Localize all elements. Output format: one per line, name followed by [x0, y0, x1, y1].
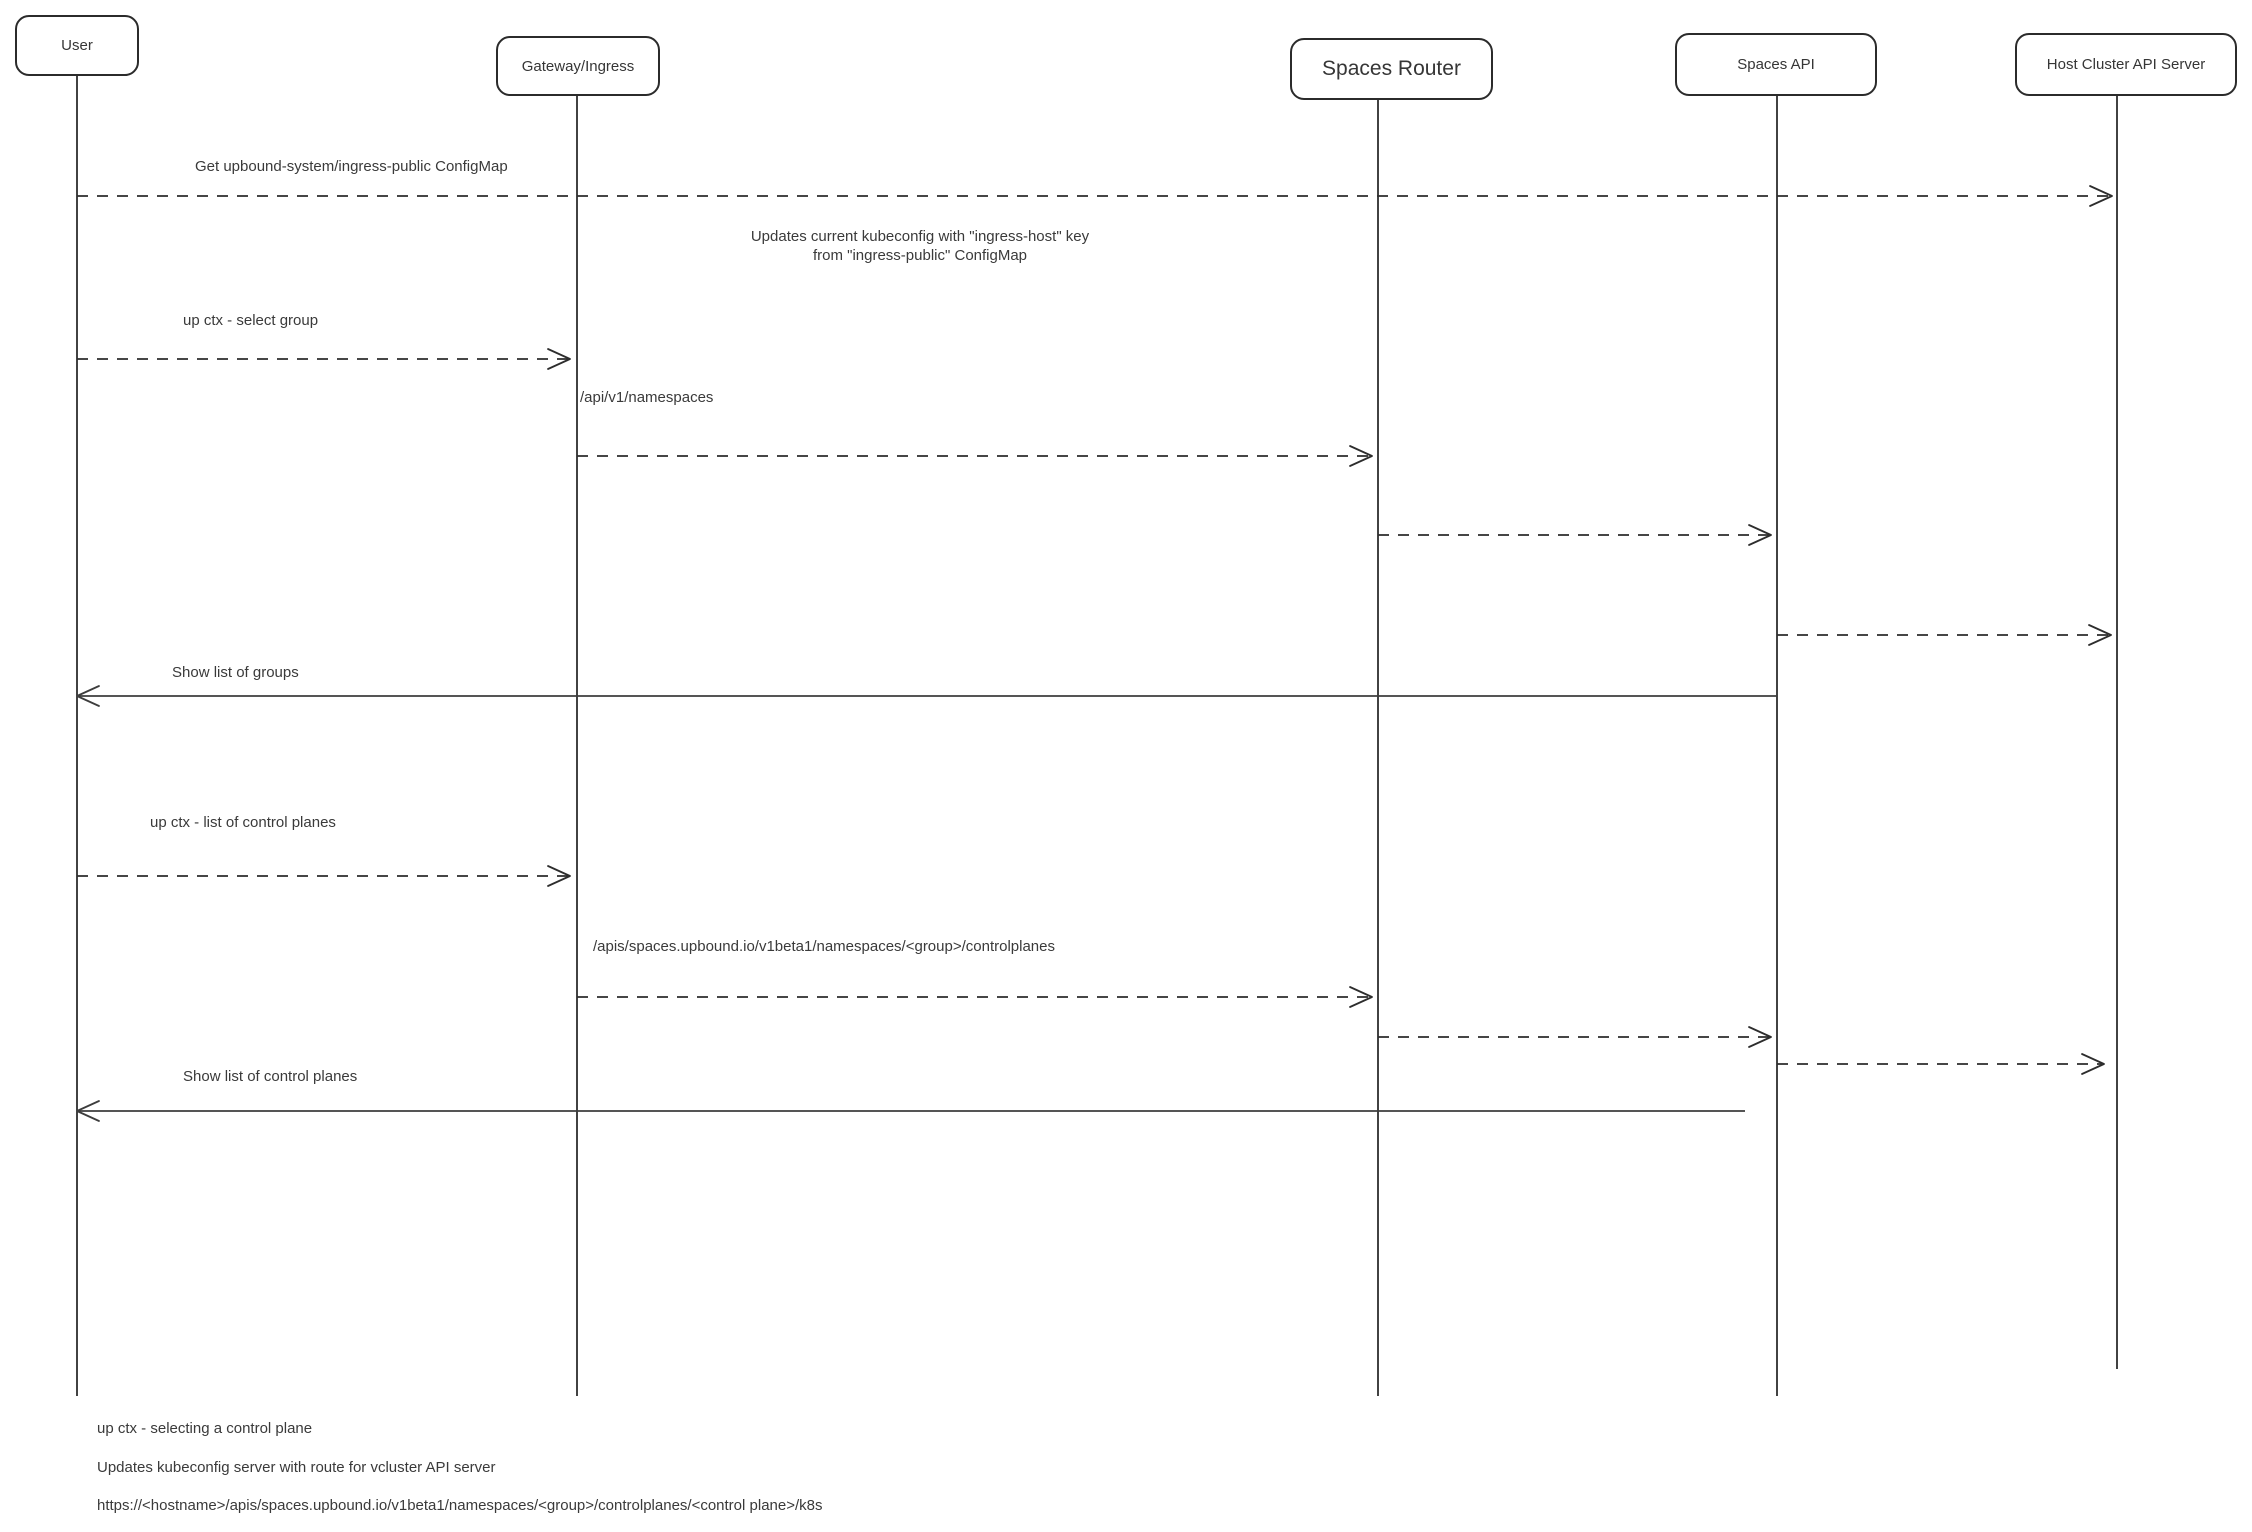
- message-label-spaces-api-to-user: Show list of groups: [172, 664, 299, 681]
- message-arrowhead-gateway-ingress-to-spaces-router: [1349, 445, 1373, 467]
- message-label-user-to-host-cluster-api-server: Get upbound-system/ingress-public Config…: [195, 158, 508, 175]
- actor-box-host-cluster-api-server: Host Cluster API Server: [2015, 33, 2237, 96]
- message-label-gateway-ingress-to-spaces-router: /api/v1/namespaces: [580, 389, 714, 406]
- actor-box-user: User: [15, 15, 139, 76]
- actor-label-host-cluster-api-server: Host Cluster API Server: [2046, 56, 2206, 73]
- message-arrowhead-gateway-ingress-to-spaces-router: [1349, 986, 1373, 1008]
- kubeconfig-update-note-line1: Updates current kubeconfig with "ingress…: [750, 228, 1090, 245]
- footer-note-selecting-control-plane: up ctx - selecting a control plane: [97, 1420, 313, 1437]
- kubeconfig-update-note: Updates current kubeconfig with "ingress…: [751, 227, 1089, 265]
- actor-box-gateway-ingress: Gateway/Ingress: [496, 36, 660, 96]
- footer-note-controlplane-url: https://<hostname>/apis/spaces.upbound.i…: [97, 1497, 823, 1514]
- message-arrowhead-spaces-api-to-user: [76, 685, 100, 707]
- message-label-gateway-ingress-to-spaces-router: /apis/spaces.upbound.io/v1beta1/namespac…: [593, 938, 1055, 955]
- actor-box-spaces-api: Spaces API: [1675, 33, 1877, 96]
- actor-label-user: User: [61, 37, 93, 54]
- message-label-user-to-gateway-ingress: up ctx - select group: [183, 312, 319, 329]
- message-arrowhead-spaces-api-to-user: [76, 1100, 100, 1122]
- message-label-spaces-api-to-user: Show list of control planes: [183, 1068, 358, 1085]
- actor-box-spaces-router: Spaces Router: [1290, 38, 1493, 100]
- message-arrowhead-user-to-gateway-ingress: [547, 865, 571, 887]
- message-arrowhead-spaces-api-to-host-cluster-api-server: [2081, 1053, 2105, 1075]
- message-arrowhead-user-to-gateway-ingress: [547, 348, 571, 370]
- actor-label-gateway-ingress: Gateway/Ingress: [521, 57, 635, 75]
- message-arrowhead-spaces-api-to-host-cluster-api-server: [2088, 624, 2112, 646]
- actor-label-spaces-router: Spaces Router: [1322, 57, 1461, 80]
- message-arrowhead-user-to-host-cluster-api-server: [2089, 185, 2113, 207]
- message-arrowhead-spaces-router-to-spaces-api: [1748, 524, 1772, 546]
- kubeconfig-update-note-line2: from "ingress-public" ConfigMap: [812, 247, 1028, 264]
- footer-note-kubeconfig-route: Updates kubeconfig server with route for…: [97, 1459, 496, 1476]
- message-arrowhead-spaces-router-to-spaces-api: [1748, 1026, 1772, 1048]
- actor-label-spaces-api: Spaces API: [1737, 56, 1815, 73]
- message-label-user-to-gateway-ingress: up ctx - list of control planes: [150, 814, 336, 831]
